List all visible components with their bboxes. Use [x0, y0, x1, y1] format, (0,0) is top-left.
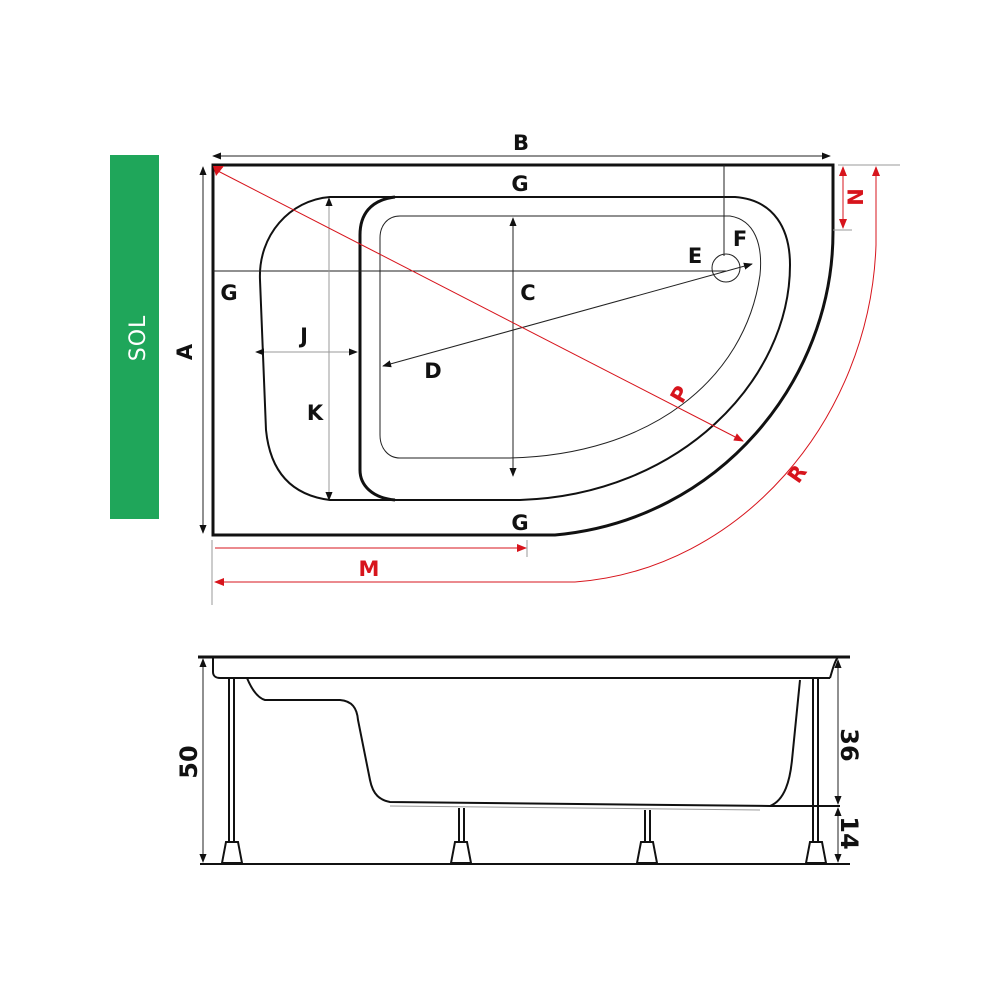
label-m: M: [359, 557, 380, 581]
label-j: J: [298, 324, 308, 348]
label-e: E: [688, 244, 702, 268]
rim-right-edge: [829, 656, 839, 679]
leg-left: [220, 678, 244, 864]
label-n: N: [844, 188, 868, 206]
label-r: R: [783, 460, 812, 487]
seat-outline: [258, 196, 792, 501]
label-g-left: G: [220, 281, 237, 305]
p-start-marker: [213, 166, 224, 176]
outer-rim: [211, 163, 835, 537]
top-view: B A G G G C D E F J K P N R: [173, 131, 900, 605]
side-label: SOL: [126, 315, 151, 362]
leg-foot: [220, 841, 244, 864]
label-d: D: [424, 359, 441, 383]
label-total-height: 50: [175, 745, 203, 778]
tub-profile: [246, 677, 801, 808]
rim-left-edge: [212, 657, 221, 679]
leg-foot: [449, 841, 473, 864]
dimension-r-arc: [574, 166, 880, 583]
green-side-bar: [110, 155, 159, 519]
leg-foot: [804, 841, 828, 864]
label-leg-height: 14: [835, 816, 863, 849]
basin-divider: [358, 195, 396, 502]
label-g-top: G: [511, 172, 528, 196]
label-g-bottom: G: [511, 511, 528, 535]
label-f: F: [733, 227, 747, 251]
dimension-p-line: [215, 169, 744, 442]
leg-middle-1: [449, 808, 473, 864]
basin-floor: [379, 215, 762, 459]
leg-foot: [635, 841, 659, 864]
label-k: K: [307, 401, 324, 425]
label-a: A: [173, 343, 197, 360]
label-tub-depth: 36: [835, 728, 863, 761]
label-c: C: [520, 281, 535, 305]
leg-middle-2: [635, 810, 659, 864]
label-b: B: [513, 131, 529, 155]
leg-right: [804, 678, 828, 864]
dimension-d-line: [382, 262, 753, 368]
tub-bottom-base: [389, 805, 761, 811]
side-view: 50 36 14: [175, 655, 863, 865]
side-indicator-left: SOL: [110, 155, 159, 519]
